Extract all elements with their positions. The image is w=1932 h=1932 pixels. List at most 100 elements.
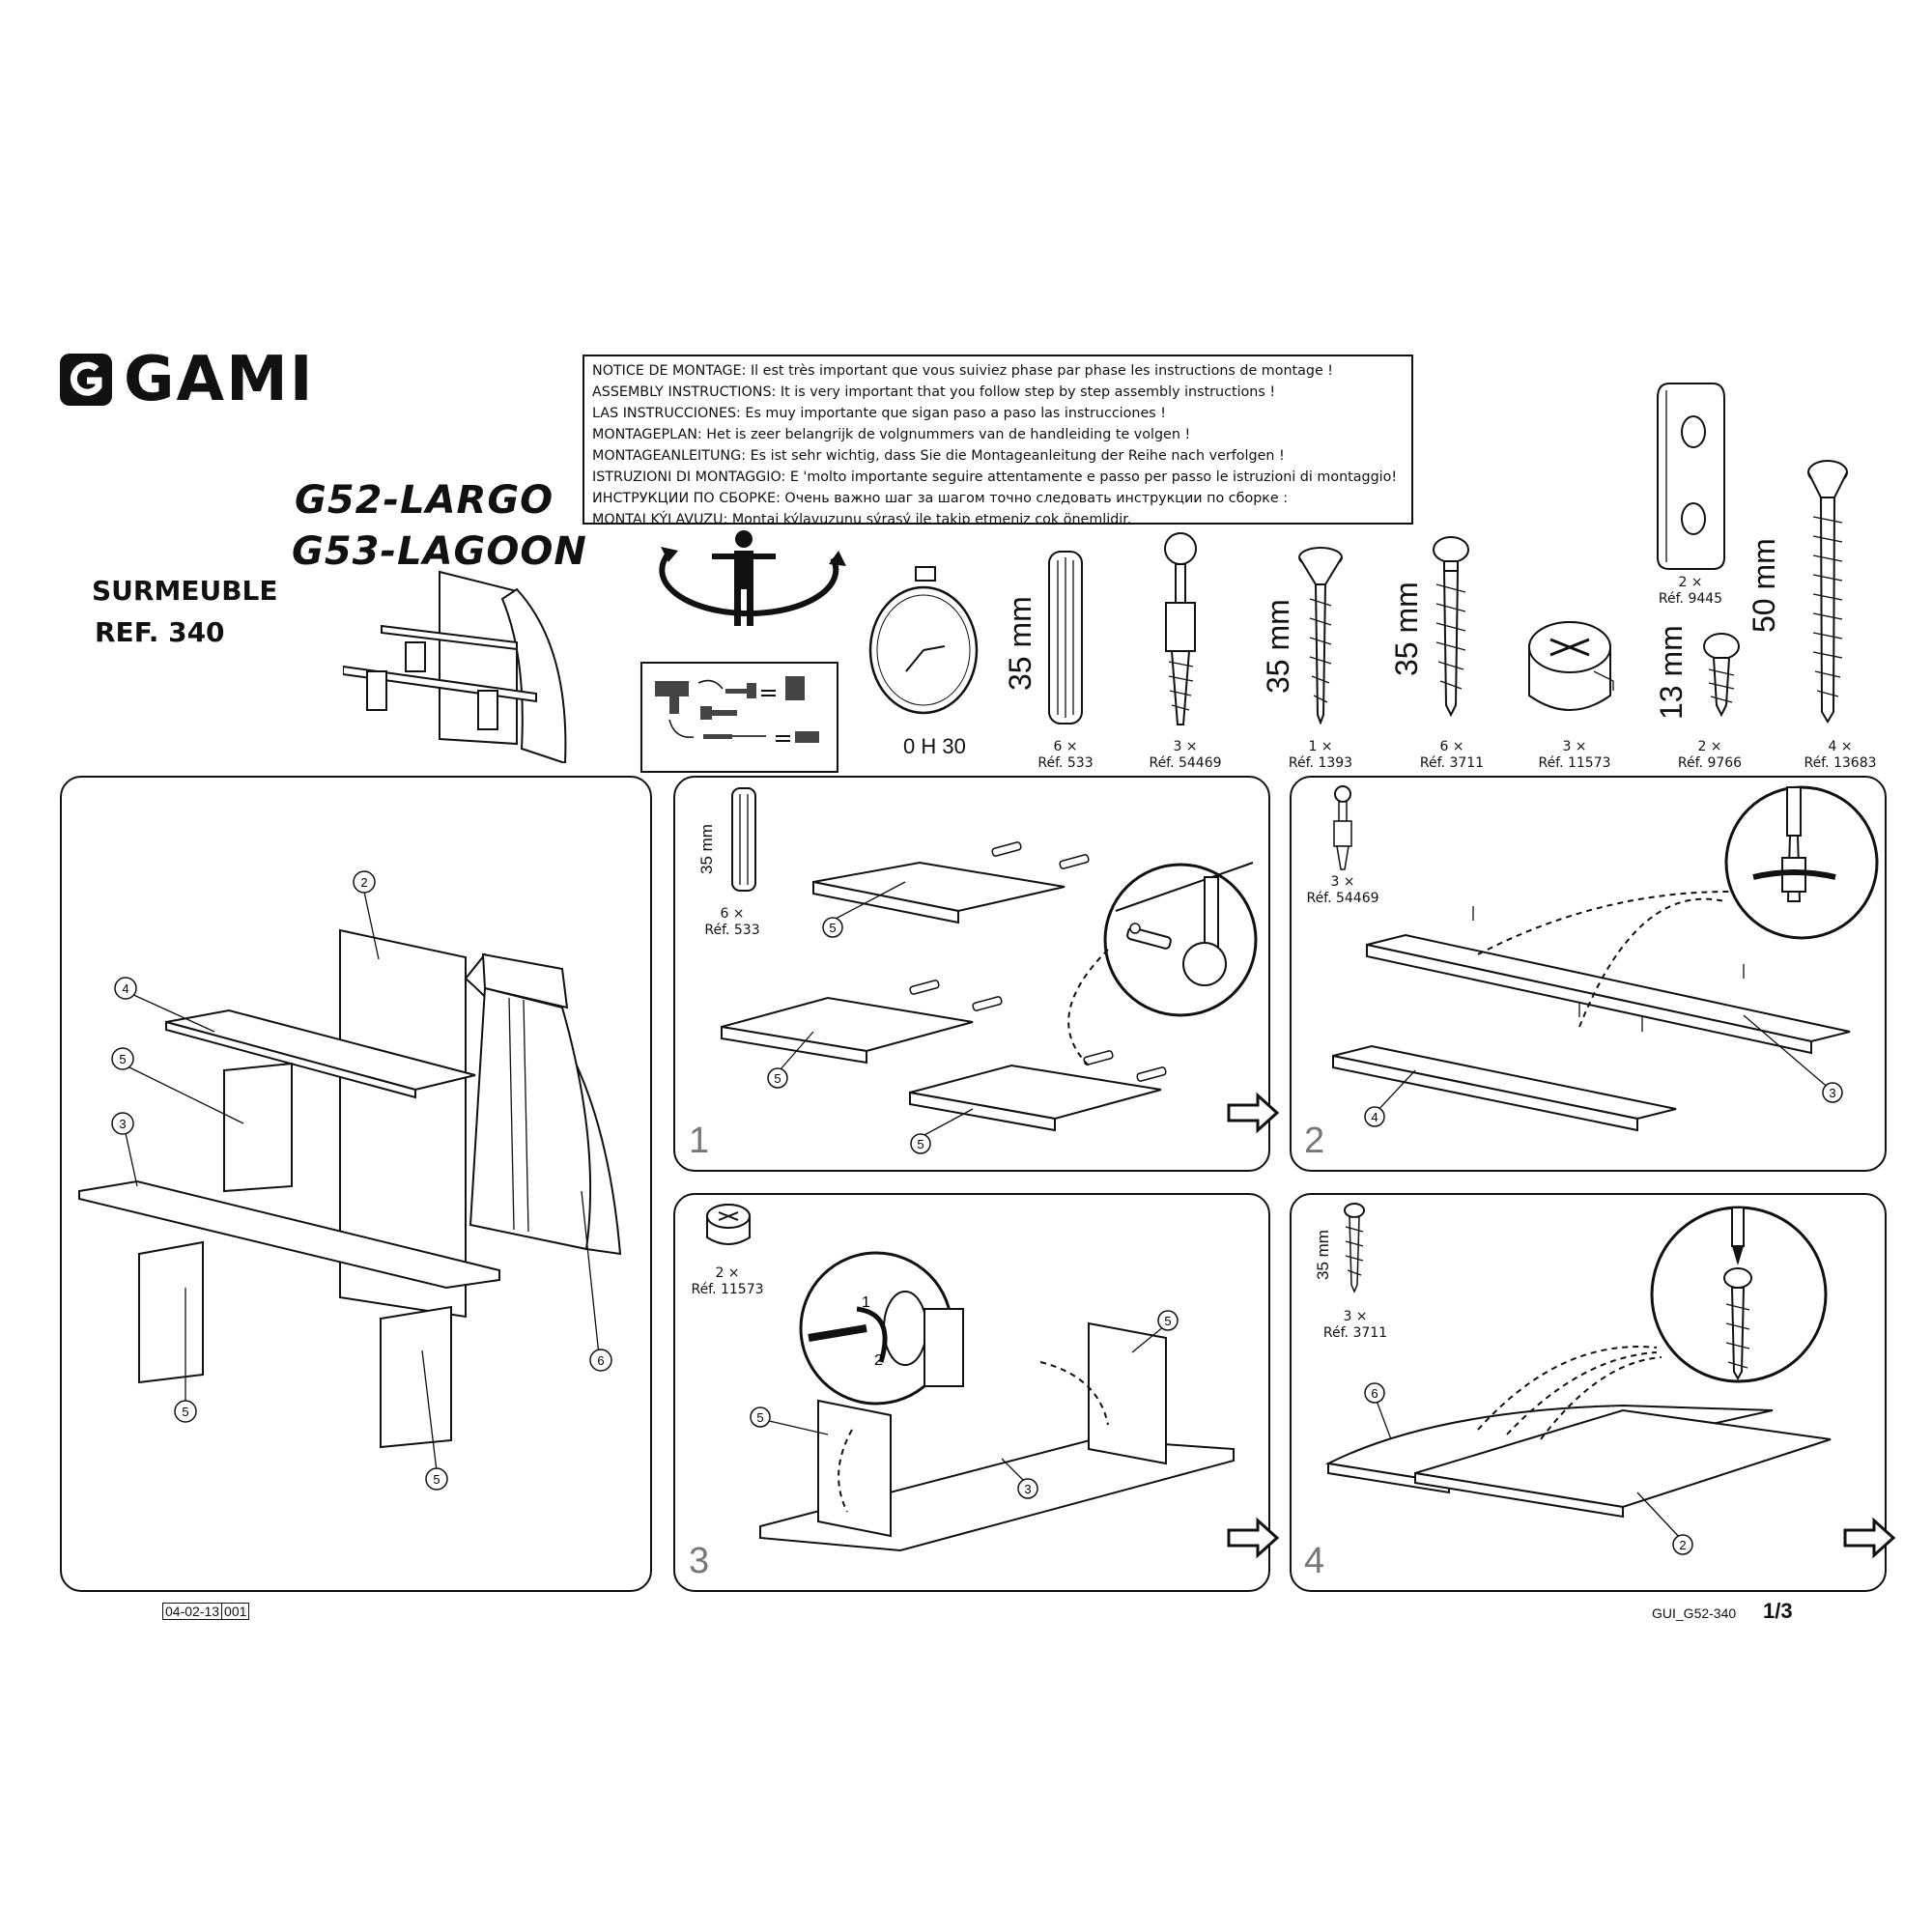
step-3-label-1: 1 — [862, 1294, 870, 1311]
cam-bolt-icon — [1164, 532, 1197, 725]
notice-line-ru: ИНСТРУКЦИИ ПО СБОРКЕ: Очень важно шаг за… — [592, 491, 1289, 506]
brand-name: GAMI — [124, 344, 315, 415]
cam-lock-icon — [1528, 621, 1614, 711]
assembly-time: 0 H 30 — [903, 734, 966, 758]
hw-533-dim: 35 mm — [1003, 596, 1037, 691]
countersunk-screw-icon — [1298, 547, 1343, 724]
notice-line-fr: NOTICE DE MONTAGE: Il est très important… — [592, 363, 1334, 379]
step-3-label-2: 2 — [874, 1352, 883, 1369]
step-3-cam-lock-icon — [706, 1204, 751, 1245]
svg-text:5: 5 — [756, 1410, 763, 1425]
hw-13683-label: 4 × Réf. 13683 — [1797, 739, 1884, 772]
gami-logo: GAMI — [58, 344, 338, 415]
footer-doc-ref: GUI_G52-340 — [1652, 1605, 1737, 1621]
hw-3711-dim: 35 mm — [1389, 582, 1424, 676]
mallet-icon — [700, 706, 737, 720]
product-type: SURMEUBLE — [92, 575, 278, 607]
svg-text:5: 5 — [182, 1405, 188, 1419]
svg-text:6: 6 — [1371, 1386, 1378, 1401]
hw-1393-qty: 1 × — [1308, 739, 1333, 754]
assembly-notice: NOTICE DE MONTAGE: Il est très important… — [582, 355, 1413, 525]
hw-13683-ref: Réf. 13683 — [1804, 755, 1877, 771]
svg-text:5: 5 — [917, 1137, 923, 1151]
step-4-qty: 3 × — [1343, 1309, 1368, 1324]
step-4-panel — [1290, 1193, 1887, 1592]
step-2-number: 2 — [1304, 1121, 1325, 1161]
product-ref: REF. 340 — [95, 616, 225, 648]
hw-1393-dim: 35 mm — [1261, 599, 1295, 694]
step-2-hw-label: 3 × Réf. 54469 — [1304, 874, 1381, 907]
hw-13683-qty: 4 × — [1828, 739, 1853, 754]
step-4-next-arrow-icon — [1843, 1517, 1896, 1559]
hw-533-label: 6 × Réf. 533 — [1027, 739, 1104, 772]
hw-54469-label: 3 × Réf. 54469 — [1147, 739, 1224, 772]
step-3-ref: Réf. 11573 — [691, 1282, 764, 1297]
part-callout-2 — [353, 870, 376, 894]
svg-text:2: 2 — [1679, 1538, 1686, 1552]
step-1-hw-label: 6 × Réf. 533 — [694, 906, 771, 939]
step-4-screw-icon — [1344, 1203, 1365, 1293]
step-4-number: 4 — [1304, 1541, 1325, 1581]
step-1-panel — [673, 776, 1270, 1172]
hw-9445-ref: Réf. 9445 — [1658, 591, 1723, 607]
hw-3711-ref: Réf. 3711 — [1419, 755, 1485, 771]
svg-text:3: 3 — [119, 1117, 126, 1131]
svg-text:6: 6 — [597, 1353, 604, 1368]
hw-533-ref: Réf. 533 — [1037, 755, 1094, 771]
step-1-number: 1 — [689, 1121, 710, 1161]
hw-11573-ref: Réf. 11573 — [1538, 755, 1611, 771]
screwdriver-icon — [703, 734, 766, 739]
footer-date: 04-02-13 — [162, 1603, 223, 1620]
notice-line-es: LAS INSTRUCCIONES: Es muy importante que… — [592, 406, 1166, 421]
step-3-next-arrow-icon — [1227, 1517, 1280, 1559]
step-1-diagram: 5 5 5 — [721, 841, 1258, 1154]
step-1-qty: 6 × — [720, 906, 745, 922]
short-screw-icon — [1703, 633, 1740, 718]
hw-9445-qty: 2 × — [1678, 575, 1703, 590]
step-4-ref: Réf. 3711 — [1322, 1325, 1388, 1341]
step-3-qty: 2 × — [715, 1265, 740, 1281]
step-1-dowel-icon — [731, 787, 756, 892]
gloves-icon — [785, 676, 805, 700]
svg-text:5: 5 — [774, 1071, 781, 1086]
footer-date-box: 04-02-13 001 — [162, 1603, 250, 1620]
svg-text:3: 3 — [1829, 1086, 1835, 1100]
notice-line-de: MONTAGEANLEITUNG: Es ist sehr wichtig, d… — [592, 448, 1285, 464]
exploded-view-panel — [60, 776, 652, 1592]
step-2-panel — [1290, 776, 1887, 1172]
hw-9766-label: 2 × Réf. 9766 — [1671, 739, 1748, 772]
product-thumbnail — [343, 570, 567, 763]
svg-text:5: 5 — [433, 1472, 440, 1487]
footer-code: 001 — [222, 1603, 250, 1620]
step-4-hw-label: 3 × Réf. 3711 — [1317, 1309, 1394, 1342]
part-callout-5b — [174, 1400, 197, 1423]
svg-text:2: 2 — [360, 875, 367, 890]
screwdriver-set-icon — [795, 731, 819, 743]
notice-line-it: ISTRUZIONI DI MONTAGGIO: E 'molto import… — [592, 469, 1398, 485]
hw-1393-label: 1 × Réf. 1393 — [1282, 739, 1359, 772]
model-name-2: G53-LAGOON — [292, 529, 587, 574]
svg-text:4: 4 — [1371, 1110, 1378, 1124]
part-callout-5c — [425, 1467, 448, 1491]
hw-3711-label: 6 × Réf. 3711 — [1413, 739, 1491, 772]
hw-54469-qty: 3 × — [1173, 739, 1198, 754]
hw-533-qty: 6 × — [1053, 739, 1078, 754]
step-2-qty: 3 × — [1330, 874, 1355, 890]
step-3-hw-label: 2 × Réf. 11573 — [689, 1265, 766, 1298]
step-2-cam-bolt-icon — [1333, 785, 1352, 870]
wooden-dowel-icon — [1048, 551, 1083, 724]
svg-text:5: 5 — [829, 921, 836, 935]
gami-logo-mark — [60, 354, 112, 406]
notice-line-nl: MONTAGEPLAN: Het is zeer belangrijk de v… — [592, 427, 1191, 442]
hw-9445-label: 2 × Réf. 9445 — [1652, 575, 1729, 608]
hw-54469-ref: Réf. 54469 — [1149, 755, 1222, 771]
pan-screw-icon — [1433, 536, 1469, 718]
part-callout-4 — [114, 977, 137, 1000]
exploded-view-diagram: 2 4 5 3 5 5 6 — [78, 870, 622, 1491]
footer-page-number: 1/3 — [1763, 1599, 1793, 1623]
step-2-ref: Réf. 54469 — [1306, 891, 1379, 906]
part-callout-6 — [589, 1349, 612, 1372]
connector-plate-icon — [1657, 383, 1725, 570]
notice-line-en: ASSEMBLY INSTRUCTIONS: It is very import… — [592, 384, 1276, 400]
part-callout-5a — [111, 1047, 134, 1070]
